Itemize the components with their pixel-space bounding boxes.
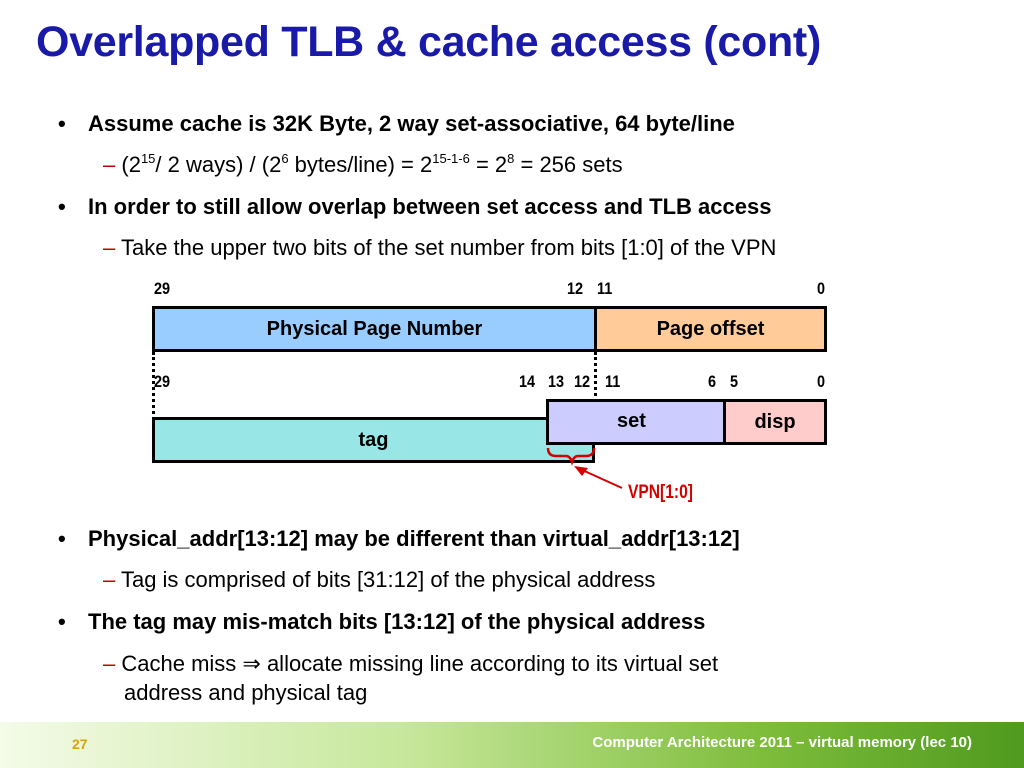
- sub-text: Cache miss ⇒ allocate missing line accor…: [115, 651, 719, 676]
- vpn-label: VPN[1:0]: [628, 482, 693, 503]
- physical-page-number-field: Physical Page Number: [152, 306, 597, 352]
- bullet-text: In order to still allow overlap between …: [88, 194, 772, 219]
- page-offset-field: Page offset: [594, 306, 827, 352]
- bit-label-29: 29: [154, 372, 171, 391]
- sub-cache-miss: – Cache miss ⇒ allocate missing line acc…: [103, 651, 718, 677]
- formula-part: = 2: [469, 152, 508, 177]
- bullet-dot: •: [58, 609, 66, 634]
- sub-dash: –: [103, 567, 116, 592]
- sub-set-count: – (215/ 2 ways) / (26 bytes/line) = 215-…: [103, 152, 623, 178]
- dotted-connector-right: [594, 352, 597, 402]
- formula-exponent: 6: [281, 151, 289, 166]
- bullet-dot: •: [58, 526, 66, 551]
- vpn-bracket: [546, 447, 596, 466]
- formula-exponent: 15: [140, 151, 156, 166]
- slide-title: Overlapped TLB & cache access (cont): [36, 18, 821, 66]
- formula-part: = 256 sets: [514, 152, 623, 177]
- footer-bar: 27 Computer Architecture 2011 – virtual …: [0, 722, 1024, 768]
- page-number: 27: [72, 736, 88, 752]
- bullet-dot: •: [58, 111, 66, 136]
- disp-field: disp: [723, 399, 827, 445]
- formula-part: (2: [115, 152, 141, 177]
- bit-label-29: 29: [154, 279, 171, 298]
- bullet-text: Physical_addr[13:12] may be different th…: [88, 526, 740, 551]
- bullet-tag-mismatch: • The tag may mis-match bits [13:12] of t…: [58, 609, 705, 635]
- vpn-arrow-line: [579, 468, 623, 489]
- bit-label-0: 0: [817, 372, 826, 391]
- footer-course-title: Computer Architecture 2011 – virtual mem…: [592, 734, 972, 751]
- bit-label-12: 12: [574, 372, 591, 391]
- sub-vpn-bits: – Take the upper two bits of the set num…: [103, 235, 776, 261]
- set-field: set: [546, 399, 726, 445]
- dotted-connector-left: [152, 352, 155, 420]
- formula-exponent: 8: [507, 151, 515, 166]
- bit-label-11: 11: [597, 279, 613, 298]
- bullet-overlap: • In order to still allow overlap between…: [58, 194, 771, 220]
- tag-field: tag: [152, 417, 595, 463]
- sub-cache-miss-cont: address and physical tag: [124, 680, 368, 705]
- bullet-phys-vs-virt: • Physical_addr[13:12] may be different t…: [58, 526, 740, 552]
- bullet-text: Assume cache is 32K Byte, 2 way set-asso…: [88, 111, 735, 136]
- sub-text: Tag is comprised of bits [31:12] of the …: [115, 567, 656, 592]
- bit-label-0: 0: [817, 279, 826, 298]
- vpn-arrow-head: [574, 466, 588, 476]
- sub-dash: –: [103, 152, 116, 177]
- sub-dash: –: [103, 651, 116, 676]
- bit-label-14: 14: [519, 372, 536, 391]
- bullet-dot: •: [58, 194, 66, 219]
- formula-part: bytes/line) = 2: [288, 152, 433, 177]
- set-label: set: [617, 410, 646, 432]
- bit-label-6: 6: [708, 372, 717, 391]
- bullet-text: The tag may mis-match bits [13:12] of th…: [88, 609, 706, 634]
- bullet-cache-assumption: • Assume cache is 32K Byte, 2 way set-ass…: [58, 111, 735, 137]
- bit-label-11: 11: [605, 372, 621, 391]
- formula-exponent: 15-1-6: [432, 151, 470, 166]
- bit-label-13: 13: [548, 372, 565, 391]
- sub-text: Take the upper two bits of the set numbe…: [115, 235, 777, 260]
- sub-dash: –: [103, 235, 116, 260]
- bit-label-12: 12: [567, 279, 584, 298]
- formula-part: / 2 ways) / (2: [155, 152, 282, 177]
- sub-tag-bits: – Tag is comprised of bits [31:12] of th…: [103, 567, 655, 593]
- bit-label-5: 5: [730, 372, 739, 391]
